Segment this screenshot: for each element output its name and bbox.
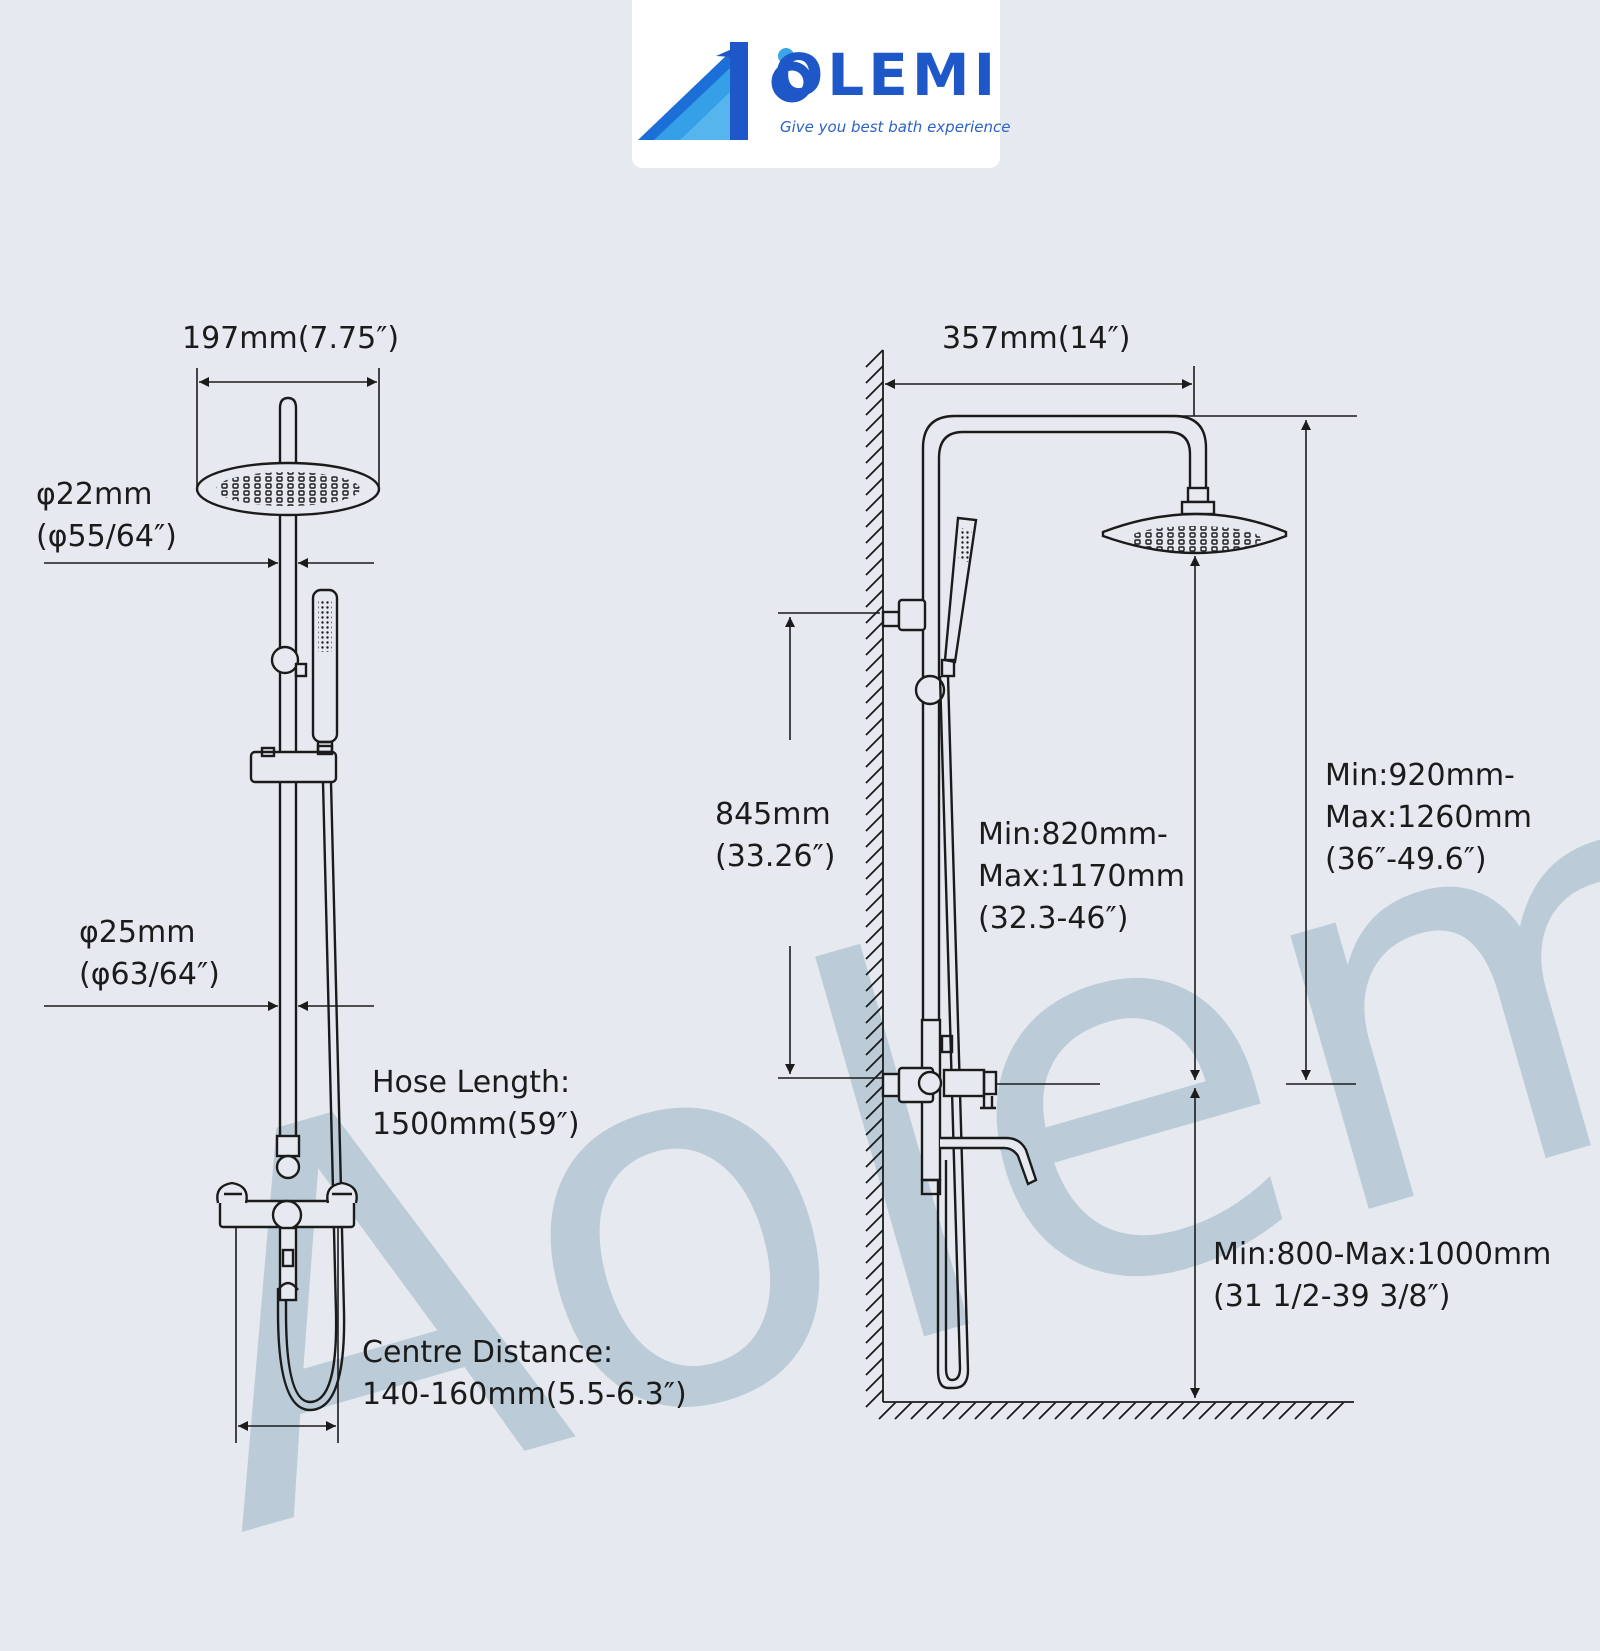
front-slider-holder bbox=[249, 750, 338, 784]
floor-height-label: Min:800-Max:1000mm (31 1/2-39 3/8″) bbox=[1213, 1237, 1552, 1314]
side-hand-shower bbox=[943, 516, 978, 664]
side-view-wall-floor bbox=[865, 349, 1354, 1420]
logo-text: OLEMI bbox=[774, 41, 1000, 109]
logo-mark-icon bbox=[638, 42, 813, 140]
front-dimensions bbox=[44, 368, 380, 1443]
side-view-shower bbox=[881, 414, 1288, 1390]
front-view-shower bbox=[195, 396, 381, 1412]
bracket-spacing-label: 845mm (33.26″) bbox=[715, 797, 836, 874]
front-top-pipe-diameter-label: φ22mm (φ55/64″) bbox=[36, 477, 177, 554]
centre-distance-label: Centre Distance: 140-160mm(5.5-6.3″) bbox=[362, 1335, 687, 1412]
technical-drawing bbox=[44, 349, 1357, 1443]
hose-length-label: Hose Length: 1500mm(59″) bbox=[372, 1065, 580, 1142]
front-width-label: 197mm(7.75″) bbox=[182, 321, 400, 356]
inner-height-label: Min:820mm- Max:1170mm (32.3-46″) bbox=[978, 817, 1185, 936]
side-mixer-body bbox=[942, 1068, 986, 1098]
outer-height-label: Min:920mm- Max:1260mm (36″-49.6″) bbox=[1325, 758, 1532, 877]
side-dimensions bbox=[778, 366, 1357, 1398]
logo-tagline: Give you best bath experience bbox=[780, 118, 1011, 136]
front-bottom-pipe-diameter-label: φ25mm (φ63/64″) bbox=[79, 915, 220, 992]
arm-reach-label: 357mm(14″) bbox=[942, 321, 1131, 356]
brand-logo: OLEMI Give you best bath experience bbox=[632, 0, 1010, 168]
side-spout bbox=[940, 1136, 1038, 1186]
